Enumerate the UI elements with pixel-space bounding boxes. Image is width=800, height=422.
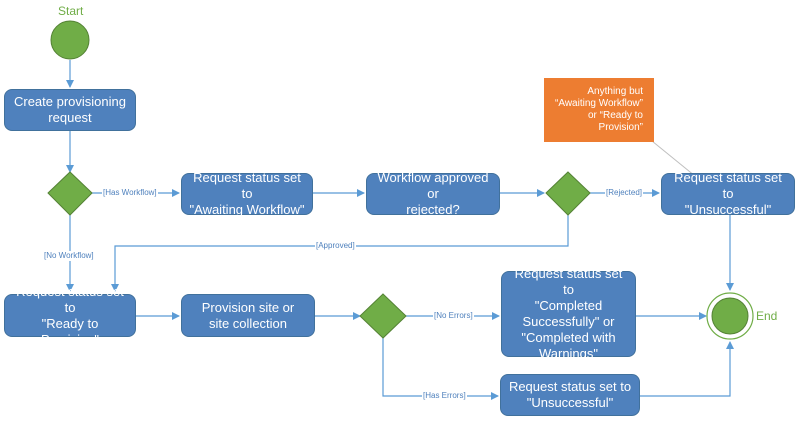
label-rejected: [Rejected] [605,188,644,198]
unsuccessful-status-top: Request status set to "Unsuccessful" [661,170,795,217]
label-no-workflow: [No Workflow] [43,251,95,261]
decision-has-workflow [47,171,93,216]
start-node [50,20,90,60]
label-has-workflow: [Has Workflow] [102,188,158,198]
end-node [711,297,749,335]
ready-to-provision-status: Request status set to "Ready to Provisio… [4,284,136,347]
label-has-errors: [Has Errors] [422,391,467,401]
completed-status: Request status set to "Completed Success… [501,266,636,361]
label-approved: [Approved] [315,241,356,251]
status-note: Anything but “Awaiting Workflow” or “Rea… [544,78,654,142]
edge-decision3-unsuccessful [382,338,499,400]
decision-approved-rejected [545,171,591,216]
unsuccessful-status-bottom: Request status set to "Unsuccessful" [500,374,640,416]
provision-site: Provision site or site collection [181,294,315,337]
note-anchor-line [651,140,696,177]
start-label: Start [58,4,84,18]
end-label: End [756,309,778,323]
edge-unsuccessful-end [640,341,734,397]
create-provisioning-request: Create provisioning request [4,89,136,131]
decision-errors [359,293,407,339]
workflow-approved-or-rejected: Workflow approved or rejected? [366,170,500,217]
awaiting-workflow-status: Request status set to "Awaiting Workflow… [181,170,313,217]
label-no-errors: [No Errors] [433,311,474,321]
